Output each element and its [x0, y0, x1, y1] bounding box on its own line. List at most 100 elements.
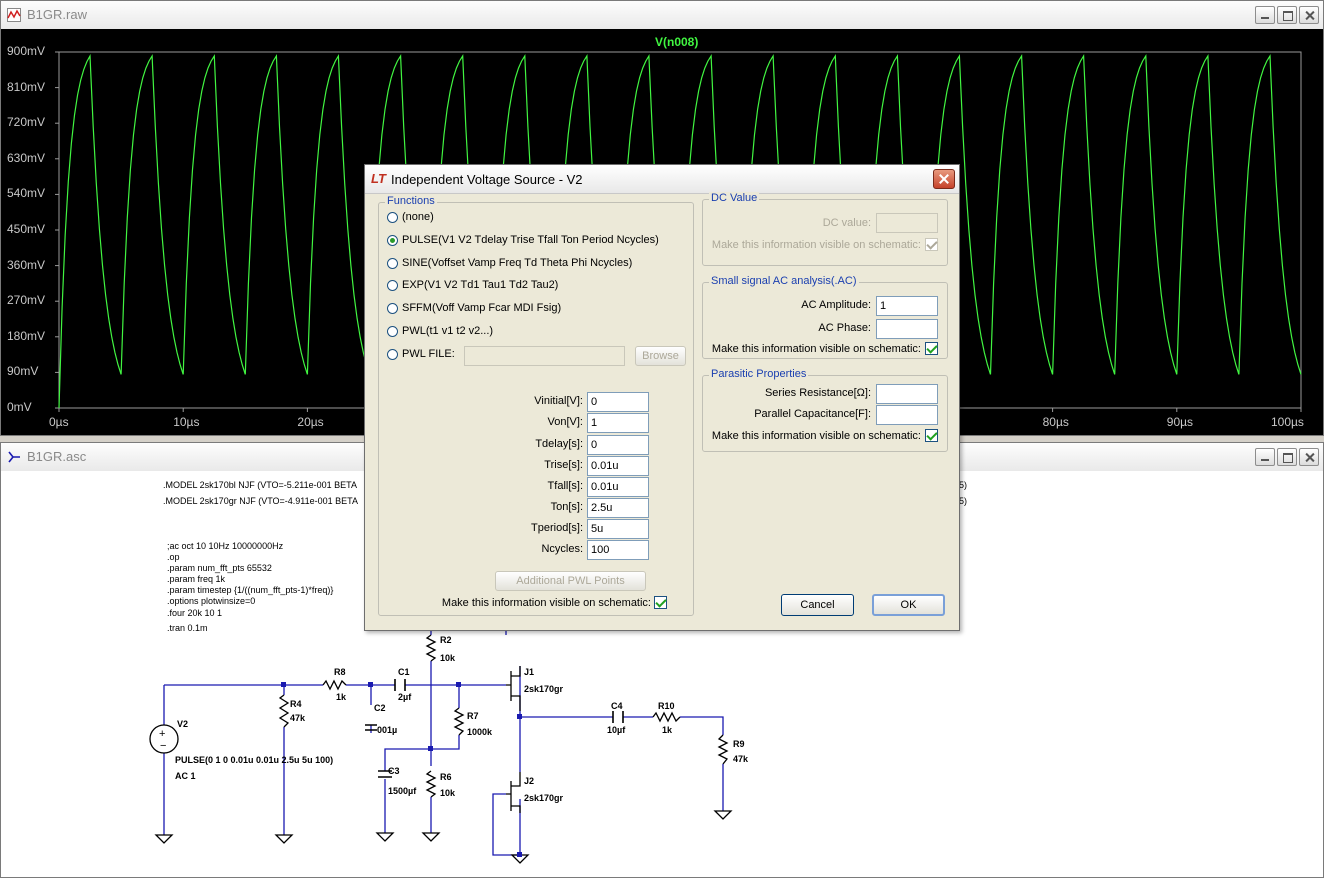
component-label[interactable]: R6	[440, 772, 452, 782]
component-value[interactable]: 10k	[440, 653, 456, 663]
y-tick-label[interactable]: 540mV	[7, 186, 46, 201]
y-tick-label[interactable]: 900mV	[7, 44, 46, 58]
component-label[interactable]: R7	[467, 711, 479, 721]
radio-circle[interactable]	[387, 302, 398, 314]
browse-button[interactable]: Browse	[635, 346, 686, 366]
close-icon[interactable]	[1299, 6, 1319, 24]
spice-directive[interactable]: .options plotwinsize=0	[167, 596, 256, 606]
radio-sffm[interactable]: SFFM(Voff Vamp Fcar MDI Fsig)	[387, 302, 561, 314]
radio-circle[interactable]	[387, 257, 398, 269]
component-label[interactable]: R4	[290, 699, 302, 709]
component-value[interactable]: 2sk170gr	[524, 684, 564, 694]
minimize-icon[interactable]	[1255, 6, 1275, 24]
component-value[interactable]: 1500µf	[388, 786, 417, 796]
x-tick-label[interactable]: 80µs	[1042, 415, 1069, 429]
model-line[interactable]: .MODEL 2sk170bl NJF (VTO=-5.211e-001 BET…	[163, 480, 357, 490]
additional-pwl-points-button[interactable]: Additional PWL Points	[495, 571, 646, 591]
component-label[interactable]: J1	[524, 667, 535, 677]
ac-amplitude-input[interactable]: 1	[876, 296, 938, 316]
y-tick-label[interactable]: 810mV	[7, 79, 46, 94]
vinitial-input[interactable]: 0	[587, 392, 649, 412]
dialog-titlebar[interactable]: LT Independent Voltage Source - V2	[365, 165, 959, 194]
dc-value-input[interactable]	[876, 213, 938, 233]
component-value[interactable]: 001µ	[377, 725, 398, 735]
y-tick-label[interactable]: 720mV	[7, 115, 46, 130]
radio-exp[interactable]: EXP(V1 V2 Td1 Tau1 Td2 Tau2)	[387, 279, 558, 291]
close-icon[interactable]	[1299, 448, 1319, 466]
radio-circle[interactable]	[387, 279, 398, 291]
component-label[interactable]: R10	[658, 701, 675, 711]
component-value[interactable]: PULSE(0 1 0 0.01u 0.01u 2.5u 5u 100)	[175, 755, 334, 765]
component-label[interactable]: C3	[388, 766, 400, 776]
component-label[interactable]: R8	[334, 667, 346, 677]
component-value[interactable]: 1k	[662, 725, 673, 735]
waveform-titlebar[interactable]: B1GR.raw	[1, 1, 1323, 30]
close-icon[interactable]	[933, 169, 955, 189]
x-tick-label[interactable]: 10µs	[173, 415, 200, 429]
ok-button[interactable]: OK	[872, 594, 945, 616]
model-line-tail[interactable]: 5)	[959, 480, 968, 490]
x-tick-label[interactable]: 90µs	[1166, 415, 1194, 429]
tfall-input[interactable]: 0.01u	[587, 477, 649, 497]
y-tick-label[interactable]: 90mV	[7, 364, 39, 379]
visible-on-schematic-checkbox[interactable]	[654, 596, 667, 609]
radio-sine[interactable]: SINE(Voffset Vamp Freq Td Theta Phi Ncyc…	[387, 257, 632, 269]
component-value[interactable]: 10k	[440, 788, 456, 798]
component-value[interactable]: 47k	[290, 713, 306, 723]
parallel-capacitance-input[interactable]	[876, 405, 938, 425]
component-value[interactable]: 1000k	[467, 727, 493, 737]
radio-none[interactable]: (none)	[387, 211, 434, 223]
minimize-icon[interactable]	[1255, 448, 1275, 466]
maximize-icon[interactable]	[1277, 6, 1297, 24]
spice-directive[interactable]: .tran 0.1m	[167, 623, 208, 633]
x-tick-label[interactable]: 100µs	[1271, 415, 1304, 429]
component-ac[interactable]: AC 1	[175, 771, 196, 781]
component-label[interactable]: C4	[611, 701, 623, 711]
parasitic-visible-checkbox[interactable]	[925, 429, 938, 442]
model-line[interactable]: .MODEL 2sk170gr NJF (VTO=-4.911e-001 BET…	[163, 496, 358, 506]
series-resistance-input[interactable]	[876, 384, 938, 404]
component-label[interactable]: J2	[524, 776, 535, 786]
radio-circle[interactable]	[387, 348, 398, 360]
y-tick-label[interactable]: 630mV	[7, 150, 46, 165]
ac-phase-input[interactable]	[876, 319, 938, 339]
y-tick-label[interactable]: 0mV	[7, 400, 32, 414]
radio-pulse[interactable]: PULSE(V1 V2 Tdelay Trise Tfall Ton Perio…	[387, 234, 659, 246]
x-tick-label[interactable]: 0µs	[49, 415, 69, 429]
radio-pwl-file[interactable]: PWL FILE:	[387, 348, 455, 360]
spice-directive[interactable]: .param timestep {1/((num_fft_pts-1)*freq…	[167, 585, 334, 595]
pwl-file-input[interactable]	[464, 346, 625, 366]
tdelay-input[interactable]: 0	[587, 435, 649, 455]
tperiod-input[interactable]: 5u	[587, 519, 649, 539]
trace-label[interactable]: V(n008)	[655, 35, 699, 49]
component-value[interactable]: 2sk170gr	[524, 793, 564, 803]
ton-input[interactable]: 2.5u	[587, 498, 649, 518]
ncycles-input[interactable]: 100	[587, 540, 649, 560]
radio-circle-selected[interactable]	[387, 234, 398, 246]
y-tick-label[interactable]: 360mV	[7, 257, 46, 272]
y-tick-label[interactable]: 270mV	[7, 293, 46, 308]
spice-directive[interactable]: ;ac oct 10 10Hz 10000000Hz	[167, 541, 284, 551]
component-value[interactable]: 47k	[733, 754, 749, 764]
cancel-button[interactable]: Cancel	[781, 594, 854, 616]
von-input[interactable]: 1	[587, 413, 649, 433]
component-label[interactable]: R2	[440, 635, 452, 645]
spice-directive[interactable]: .four 20k 10 1	[167, 608, 223, 618]
y-tick-label[interactable]: 180mV	[7, 328, 46, 343]
radio-pwl[interactable]: PWL(t1 v1 t2 v2...)	[387, 325, 493, 337]
trise-input[interactable]: 0.01u	[587, 456, 649, 476]
component-label[interactable]: R9	[733, 739, 745, 749]
component-value[interactable]: 10µf	[607, 725, 626, 735]
radio-circle[interactable]	[387, 325, 398, 337]
model-line-tail[interactable]: 5)	[959, 496, 968, 506]
radio-circle[interactable]	[387, 211, 398, 223]
ac-visible-checkbox[interactable]	[925, 342, 938, 355]
spice-directive[interactable]: .op	[167, 552, 180, 562]
maximize-icon[interactable]	[1277, 448, 1297, 466]
dc-visible-checkbox[interactable]	[925, 238, 938, 251]
component-label[interactable]: V2	[177, 719, 189, 729]
circuit-wires[interactable]: + −	[1, 471, 1323, 877]
component-value[interactable]: 2µf	[398, 692, 412, 702]
component-label[interactable]: C1	[398, 667, 410, 677]
spice-directive[interactable]: .param num_fft_pts 65532	[167, 563, 272, 573]
